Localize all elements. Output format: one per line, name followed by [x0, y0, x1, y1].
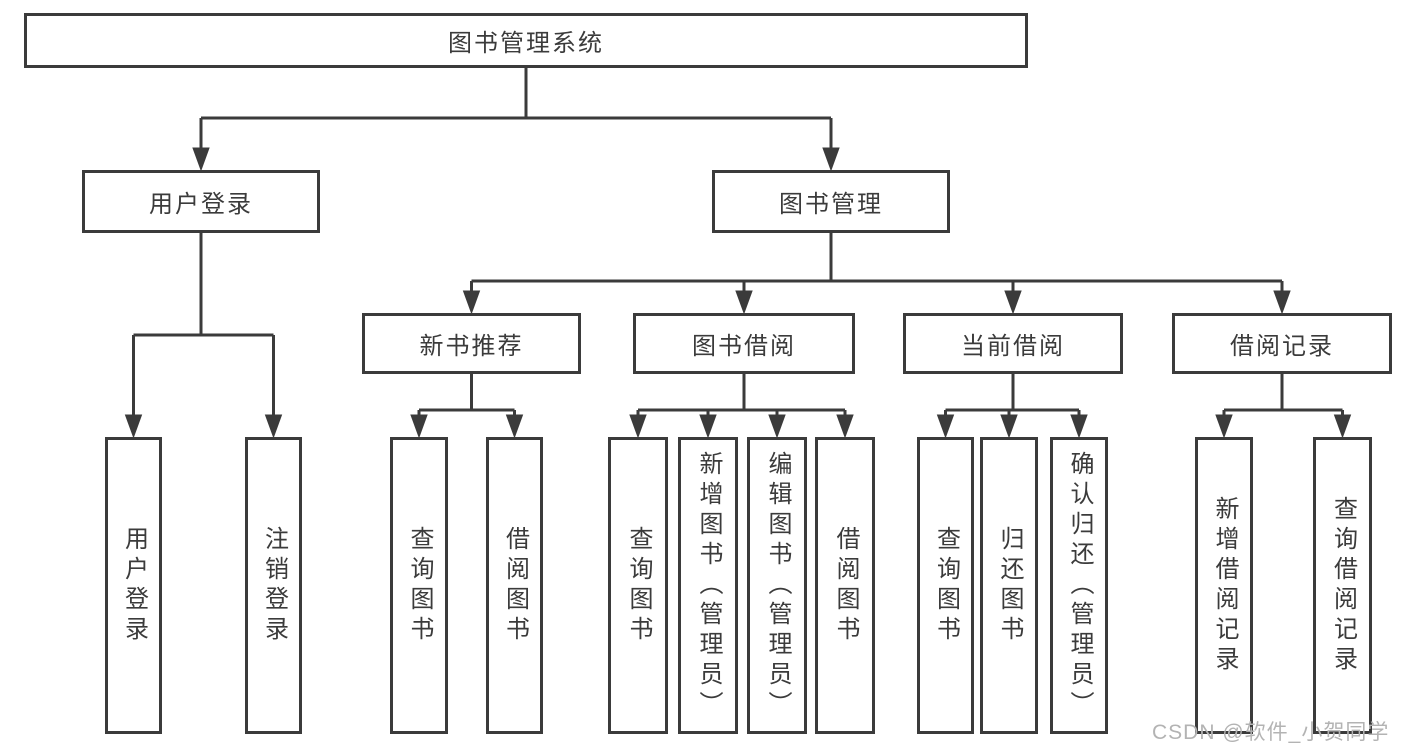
node-book-borrowing: 图书借阅 [633, 313, 855, 374]
leaf-confirm-return-admin-label: 确认归还（管理员） [1066, 450, 1093, 721]
leaf-edit-book-admin-label: 编辑图书（管理员） [764, 450, 791, 721]
leaf-query-books-recommend-label: 查询图书 [406, 525, 433, 646]
leaf-query-books-recommend: 查询图书 [390, 437, 448, 734]
node-new-book-recommend-label: 新书推荐 [419, 333, 524, 360]
leaf-borrow-books-recommend-label: 借阅图书 [501, 525, 529, 646]
arrowheads [124, 147, 1352, 439]
node-book-management: 图书管理 [712, 170, 950, 233]
leaf-return-books: 归还图书 [980, 437, 1038, 734]
leaf-logout-login-label: 注销登录 [260, 525, 288, 646]
leaf-borrow-books-recommend: 借阅图书 [486, 437, 543, 734]
leaf-query-books-borrow-label: 查询图书 [625, 525, 652, 646]
leaf-query-books-current-label: 查询图书 [932, 525, 960, 646]
leaf-query-books-current: 查询图书 [917, 437, 974, 734]
leaf-confirm-return-admin: 确认归还（管理员） [1050, 437, 1108, 734]
node-library-system: 图书管理系统 [24, 13, 1028, 68]
node-book-borrowing-label: 图书借阅 [692, 333, 796, 360]
node-borrowing-records-label: 借阅记录 [1230, 333, 1334, 360]
leaf-borrow-books-borrow-label: 借阅图书 [832, 525, 859, 646]
node-current-borrowing-label: 当前借阅 [961, 333, 1065, 360]
leaf-borrow-books-borrow: 借阅图书 [815, 437, 875, 734]
node-current-borrowing: 当前借阅 [903, 313, 1123, 374]
leaf-add-book-admin-label: 新增图书（管理员） [695, 450, 722, 721]
leaf-edit-book-admin: 编辑图书（管理员） [747, 437, 807, 734]
leaf-user-login: 用户登录 [105, 437, 162, 734]
csdn-watermark: CSDN @软件_小贺同学 [1152, 721, 1390, 744]
leaf-user-login-label: 用户登录 [120, 525, 148, 646]
leaf-query-borrow-record-label: 查询借阅记录 [1329, 495, 1357, 676]
node-new-book-recommend: 新书推荐 [362, 313, 581, 374]
leaf-logout-login: 注销登录 [245, 437, 302, 734]
leaf-query-borrow-record: 查询借阅记录 [1313, 437, 1372, 734]
leaf-add-borrow-record-label: 新增借阅记录 [1211, 495, 1238, 676]
node-user-login: 用户登录 [82, 170, 320, 233]
leaf-return-books-label: 归还图书 [996, 525, 1023, 646]
leaf-add-book-admin: 新增图书（管理员） [678, 437, 738, 734]
node-library-system-label: 图书管理系统 [448, 30, 604, 57]
node-borrowing-records: 借阅记录 [1172, 313, 1392, 374]
leaf-query-books-borrow: 查询图书 [608, 437, 668, 734]
leaf-add-borrow-record: 新增借阅记录 [1195, 437, 1253, 734]
node-user-login-label: 用户登录 [149, 191, 253, 218]
node-book-management-label: 图书管理 [779, 191, 883, 218]
